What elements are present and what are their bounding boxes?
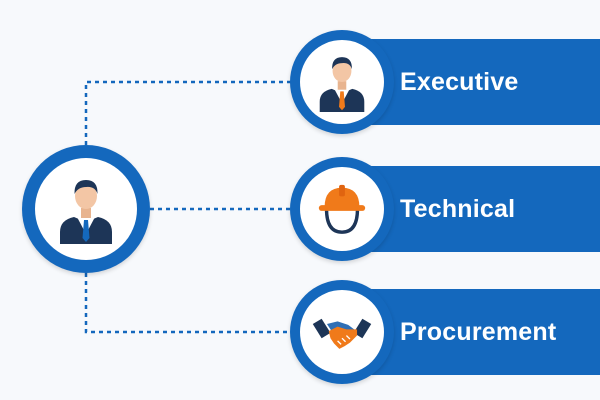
branch-label-executive: Executive [400, 67, 519, 96]
businessman-icon [60, 180, 112, 244]
branch-label-procurement: Procurement [400, 317, 557, 346]
technical-node-inner [300, 167, 384, 251]
procurement-node-inner [300, 290, 384, 374]
executive-node-inner [300, 40, 384, 124]
connector-procurement [84, 273, 292, 334]
root-node-inner [35, 158, 137, 260]
connector-executive [84, 80, 292, 145]
branch-label-technical: Technical [400, 194, 516, 223]
procurement-node [290, 280, 394, 384]
hard-hat-worker-icon [318, 184, 366, 234]
technical-node [290, 157, 394, 261]
executive-node [290, 30, 394, 134]
handshake-icon [312, 318, 372, 349]
executive-icon [319, 57, 365, 112]
root-node [22, 145, 150, 273]
